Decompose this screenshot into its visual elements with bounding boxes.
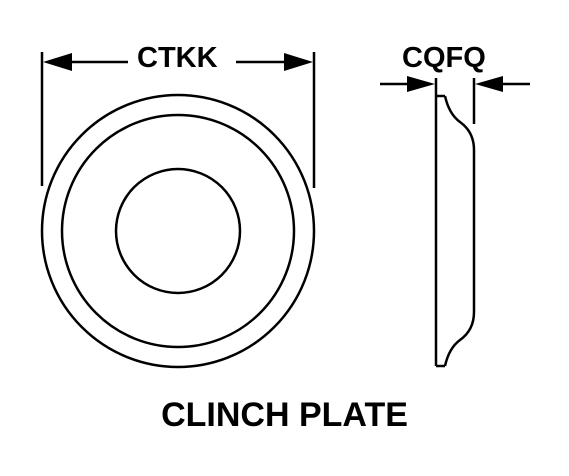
diameter-dimension [40, 52, 316, 188]
side-view [434, 94, 476, 368]
center-hole-circle [114, 167, 242, 295]
front-view [40, 93, 316, 369]
side-profile-curve [443, 95, 476, 367]
diagram-title: CLINCH PLATE [161, 396, 408, 434]
diameter-label: CTKK [131, 44, 224, 73]
inner-rim-circle [60, 113, 296, 349]
arrowhead-right [284, 53, 313, 71]
outer-rim-circle [40, 93, 316, 369]
thickness-dimension [380, 76, 530, 124]
arrowhead-left [43, 53, 72, 71]
thickness-label: CQFQ [400, 42, 488, 74]
thickness-arrowhead-right [475, 76, 503, 92]
thickness-arrowhead-left [407, 76, 435, 92]
